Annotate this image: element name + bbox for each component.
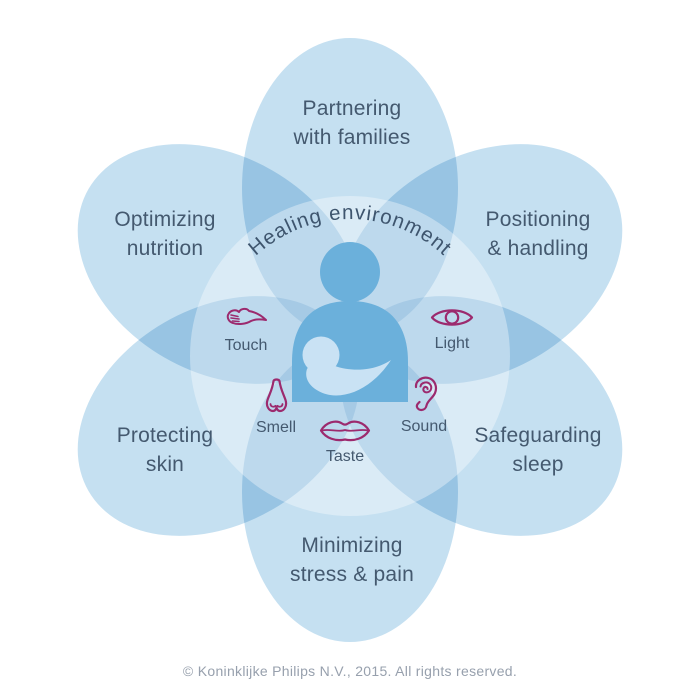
petal-label-protecting-skin: Protecting skin: [55, 421, 275, 479]
baby-head: [302, 336, 340, 374]
ear-icon: [414, 376, 437, 412]
petal-label-line: nutrition: [126, 237, 204, 260]
lips-icon: [319, 420, 371, 442]
sense-label-smell: Smell: [255, 419, 296, 436]
sense-label-taste: Taste: [325, 448, 365, 465]
nose-icon: [265, 378, 287, 413]
eye-icon: [430, 309, 474, 326]
sense-sound: Sound: [374, 375, 474, 436]
petal-label-line: Safeguarding: [474, 424, 602, 447]
baby-body: [306, 360, 391, 396]
caregiver-head: [320, 242, 380, 302]
petal-label-line: Partnering: [302, 97, 402, 120]
sense-light: Light: [402, 305, 502, 353]
sense-label-light: Light: [434, 335, 470, 352]
baby-icon: [302, 336, 391, 396]
petal-label-line: Positioning: [485, 208, 591, 231]
caregiver-icon: [292, 242, 408, 402]
petal-label-line: sleep: [512, 453, 564, 476]
copyright-text: © Koninklijke Philips N.V., 2015. All ri…: [182, 663, 518, 679]
petal-label-line: stress & pain: [290, 563, 414, 586]
petal-optimizing-nutrition: [77, 144, 360, 384]
petal-label-line: with families: [293, 126, 411, 149]
petal-group: [77, 38, 623, 642]
petal-label-line: Optimizing: [114, 208, 216, 231]
petal-label-line: Protecting: [116, 424, 214, 447]
petal-label-safeguarding-sleep: Safeguarding sleep: [428, 421, 648, 479]
sense-label-touch: Touch: [224, 337, 268, 354]
petal-label-partnering-with-families: Partnering with families: [232, 94, 472, 152]
sense-taste: Taste: [295, 418, 395, 466]
petal-label-line: skin: [145, 453, 185, 476]
hand-icon: [226, 307, 267, 326]
sense-label-sound: Sound: [400, 418, 448, 435]
petal-label-positioning-handling: Positioning & handling: [428, 205, 648, 263]
petal-label-line: & handling: [487, 237, 589, 260]
sense-smell: Smell: [226, 377, 326, 437]
sense-touch: Touch: [196, 305, 296, 355]
petal-label-optimizing-nutrition: Optimizing nutrition: [55, 205, 275, 263]
petal-label-line: Minimizing: [301, 534, 403, 557]
petal-label-minimizing-stress-pain: Minimizing stress & pain: [232, 531, 472, 589]
